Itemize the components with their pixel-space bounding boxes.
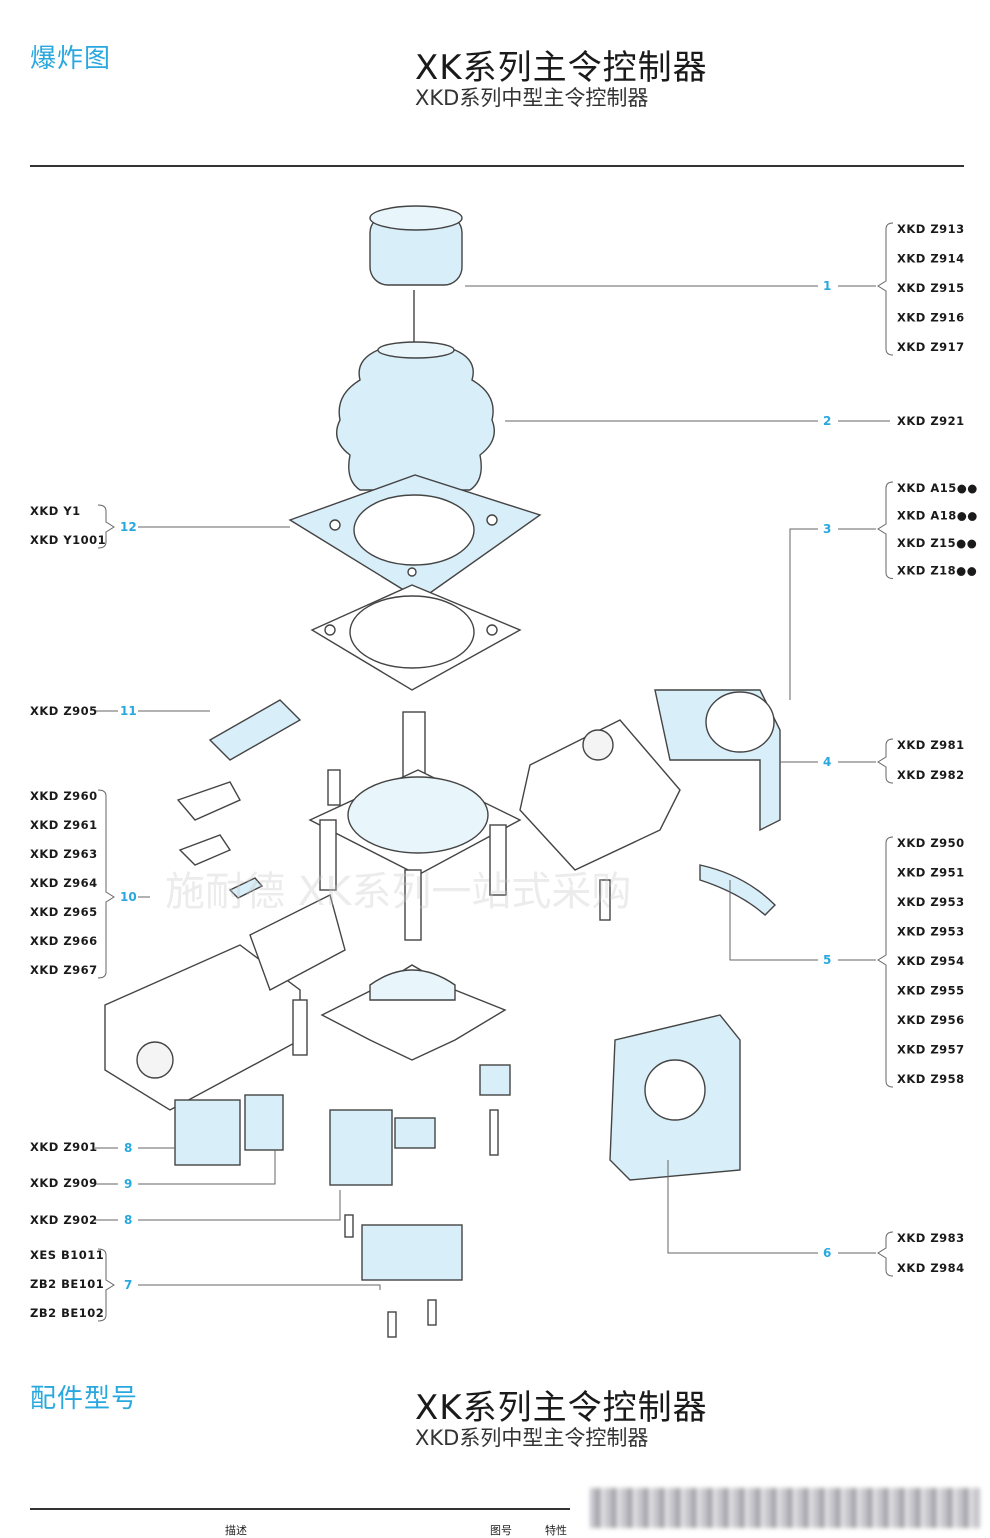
- part-code-label: XKD Z917: [897, 340, 965, 354]
- part-central-body: [308, 711, 522, 941]
- part-code-label: XKD Z921: [897, 414, 965, 428]
- callout-brace: [877, 836, 894, 1088]
- part-code-label: XKD Z965: [30, 905, 98, 919]
- part-mounting-plate: [310, 584, 522, 691]
- part-right-plate: [609, 1014, 741, 1181]
- header-divider: [30, 165, 964, 167]
- part-code-label: XKD Z916: [897, 311, 965, 325]
- part-code-label: XKD Z960: [30, 789, 98, 803]
- part-code-label: XKD Z950: [897, 836, 965, 850]
- section-label-part-models: 配件型号: [30, 1384, 139, 1414]
- part-code-label: XKD Z951: [897, 866, 965, 880]
- callout-brace: [877, 1231, 894, 1277]
- callout-number: 7: [124, 1278, 132, 1292]
- callout-leader: [138, 1190, 341, 1221]
- callout-number: 2: [823, 414, 831, 428]
- part-code-label: XKD Z963: [30, 847, 98, 861]
- part-code-label: ZB2 BE101: [30, 1277, 104, 1291]
- callout-leader: [789, 528, 818, 700]
- part-code-label: XKD Z967: [30, 963, 98, 977]
- part-code-label: XKD Z983: [897, 1231, 965, 1245]
- part-code-label: XKD Z961: [30, 818, 98, 832]
- callout-number: 9: [124, 1177, 132, 1191]
- page-subtitle: XKD系列中型主令控制器: [415, 86, 649, 110]
- callout-number: 1: [823, 279, 831, 293]
- footer-divider: [30, 1508, 570, 1510]
- callout-brace: [97, 504, 115, 549]
- part-code-label: XKD Z966: [30, 934, 98, 948]
- part-code-label: XKD Z955: [897, 984, 965, 998]
- footer-subtitle: XKD系列中型主令控制器: [415, 1426, 649, 1450]
- part-code-label: XKD Z957: [897, 1043, 965, 1057]
- part-code-label: XKD Z902: [30, 1213, 98, 1227]
- part-cross-plate: [320, 964, 507, 1061]
- part-code-label: XKD A15●●: [897, 481, 978, 495]
- part-code-label: XKD Z984: [897, 1261, 965, 1275]
- part-code-label: XKD Z953: [897, 895, 965, 909]
- footer-title: XK系列主令控制器: [415, 1388, 708, 1428]
- part-cam-segment: [699, 864, 776, 916]
- part-code-label: XKD Z15●●: [897, 536, 977, 550]
- callout-number: 6: [823, 1246, 831, 1260]
- callout-number: 8: [124, 1213, 132, 1227]
- part-code-label: XKD Z958: [897, 1072, 965, 1086]
- part-code-label: XKD Z964: [30, 876, 98, 890]
- callout-number: 8: [124, 1141, 132, 1155]
- part-rubber-boot: [336, 341, 495, 491]
- part-code-label: XKD A18●●: [897, 509, 978, 523]
- part-code-label: XKD Z953: [897, 925, 965, 939]
- part-code-label: XKD Z901: [30, 1140, 98, 1154]
- part-right-bracket: [654, 689, 781, 832]
- table-header-description: 描述: [225, 1524, 247, 1537]
- part-code-label: XKD Z982: [897, 768, 965, 782]
- callout-number: 12: [120, 520, 137, 534]
- callout-brace: [877, 222, 894, 356]
- callout-brace: [877, 481, 894, 579]
- table-header-drawing-no: 图号: [490, 1524, 512, 1537]
- part-code-label: XKD Z913: [897, 222, 965, 236]
- callout-leader: [138, 1284, 381, 1290]
- callout-brace: [877, 738, 894, 784]
- callout-number: 11: [120, 704, 137, 718]
- part-left-mechanism: [104, 893, 346, 1111]
- part-code-label: XKD Z981: [897, 738, 965, 752]
- watermark-text: 施耐德 XK系列一站式采购: [165, 869, 631, 915]
- part-contact-blocks: [174, 1064, 511, 1281]
- part-screws: [292, 769, 611, 1338]
- part-code-label: XKD Y1: [30, 504, 81, 518]
- part-code-label: XKD Z954: [897, 954, 965, 968]
- part-gasket: [288, 474, 542, 601]
- callout-leader: [667, 1160, 818, 1254]
- part-code-label: XKD Z905: [30, 704, 98, 718]
- part-code-label: XKD Y1001: [30, 533, 106, 547]
- callout-leader: [729, 880, 818, 961]
- callout-leader: [138, 1150, 276, 1185]
- part-code-label: XKD Z956: [897, 1013, 965, 1027]
- part-code-label: XKD Z18●●: [897, 564, 977, 578]
- part-knob: [369, 205, 463, 345]
- part-code-label: XKD Z915: [897, 281, 965, 295]
- part-spring: [208, 699, 302, 761]
- part-left-small-pieces: [176, 781, 264, 899]
- part-right-mechanism: [519, 719, 681, 871]
- callout-number: 5: [823, 953, 831, 967]
- table-header-feature: 特性: [545, 1524, 567, 1537]
- callout-number: 3: [823, 522, 831, 536]
- callout-brace: [97, 1248, 115, 1322]
- part-code-label: ZB2 BE102: [30, 1306, 104, 1320]
- page-title: XK系列主令控制器: [415, 48, 708, 88]
- part-code-label: XKD Z914: [897, 252, 965, 266]
- callout-number: 4: [823, 755, 831, 769]
- blurred-watermark: [590, 1488, 980, 1528]
- callout-brace: [97, 789, 115, 979]
- callout-number: 10: [120, 890, 137, 904]
- part-code-label: XKD Z909: [30, 1176, 98, 1190]
- part-code-label: XES B1011: [30, 1248, 104, 1262]
- section-label-exploded-view: 爆炸图: [30, 44, 112, 74]
